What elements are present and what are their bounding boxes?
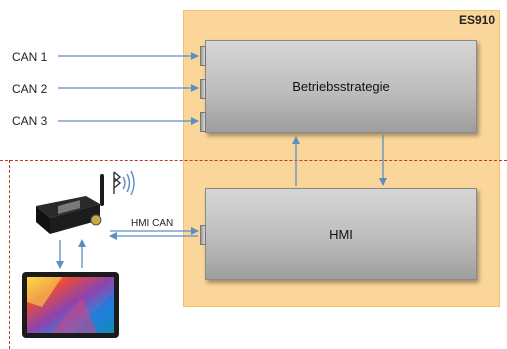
- betriebsstrategie-label: Betriebsstrategie: [292, 79, 390, 94]
- hmi-block: HMI: [205, 188, 477, 280]
- hmi-can-port: [200, 225, 206, 245]
- bluetooth-icon: [113, 170, 135, 196]
- system-boundary-vertical: [9, 160, 10, 349]
- system-boundary-horizontal: [0, 160, 507, 161]
- can3-port: [200, 112, 206, 132]
- connector-port: [90, 214, 102, 226]
- can2-port: [200, 79, 206, 99]
- hmi-label: HMI: [329, 226, 353, 242]
- can1-label: CAN 1: [12, 50, 48, 64]
- bluetooth-can-device: [36, 170, 135, 234]
- can1-port: [200, 46, 206, 66]
- can2-label: CAN 2: [12, 82, 48, 96]
- es910-label: ES910: [458, 13, 495, 27]
- tablet-device: [22, 272, 119, 338]
- betriebsstrategie-block: Betriebsstrategie: [205, 40, 477, 133]
- can3-label: CAN 3: [12, 114, 48, 128]
- hmi-can-label: HMI CAN: [131, 218, 174, 229]
